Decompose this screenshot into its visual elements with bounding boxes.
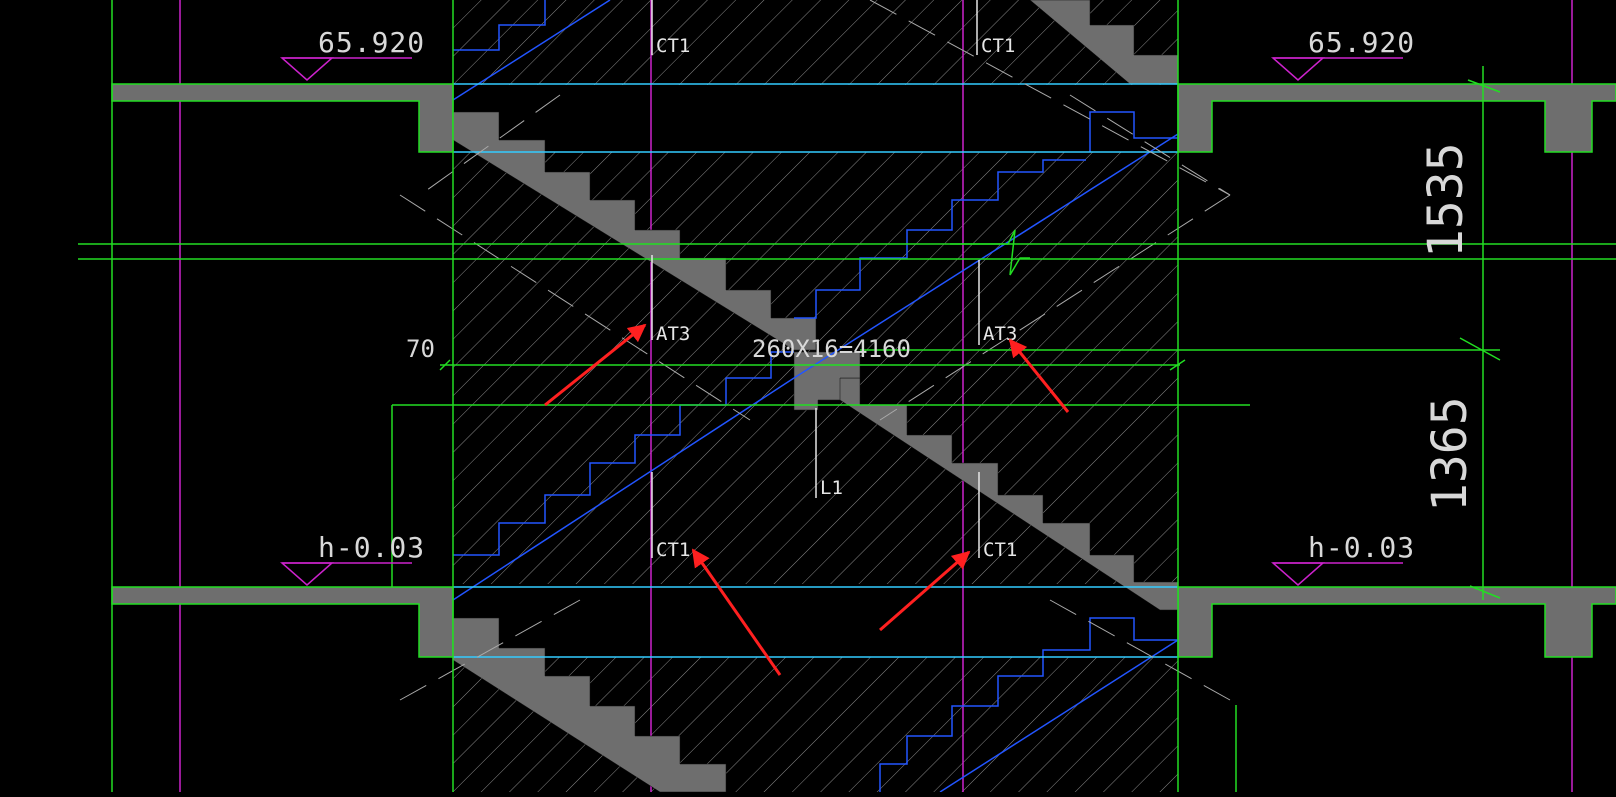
arrow-ct1-bottom-left: [691, 548, 782, 676]
arrow-ct1-bottom-right: [879, 550, 971, 632]
dimension-upper-height: 1535: [1418, 142, 1474, 258]
guide-dashes: [399, 0, 1231, 701]
floor-slabs: [111, 83, 1616, 658]
label-ct1-top-left: CT1: [656, 35, 690, 57]
arrow-at3-right: [1008, 338, 1070, 413]
label-at3-left: AT3: [656, 323, 690, 345]
dimension-side-offset: 70: [406, 335, 435, 363]
dimension-lower-height: 1365: [1422, 396, 1478, 512]
landing-lines: [453, 83, 1178, 658]
label-beam-l1: L1: [820, 477, 843, 499]
elevation-marker-top-right: 65.920: [1271, 26, 1415, 81]
elevation-marker-bottom-right: h-0.03: [1271, 531, 1415, 586]
label-step-spec: 260X16=4160: [752, 335, 911, 363]
elevation-marker-bottom-left: h-0.03: [280, 531, 425, 586]
elevation-top-right: 65.920: [1308, 26, 1415, 59]
elevation-bottom-left: h-0.03: [318, 531, 425, 564]
elevation-marker-top-left: 65.920: [280, 26, 425, 81]
annotation-arrows: [544, 323, 1070, 676]
arrow-at3-left: [544, 323, 647, 407]
label-ct1-bottom-left: CT1: [656, 539, 690, 561]
stair-flights: [452, 0, 1179, 793]
elevation-top-left: 65.920: [318, 26, 425, 59]
label-at3-right: AT3: [983, 323, 1017, 345]
label-leaders: [651, 0, 980, 558]
label-ct1-bottom-right: CT1: [983, 539, 1017, 561]
elevation-bottom-right: h-0.03: [1308, 531, 1415, 564]
label-ct1-top-right: CT1: [981, 35, 1015, 57]
structure-lines: [78, 0, 1616, 792]
